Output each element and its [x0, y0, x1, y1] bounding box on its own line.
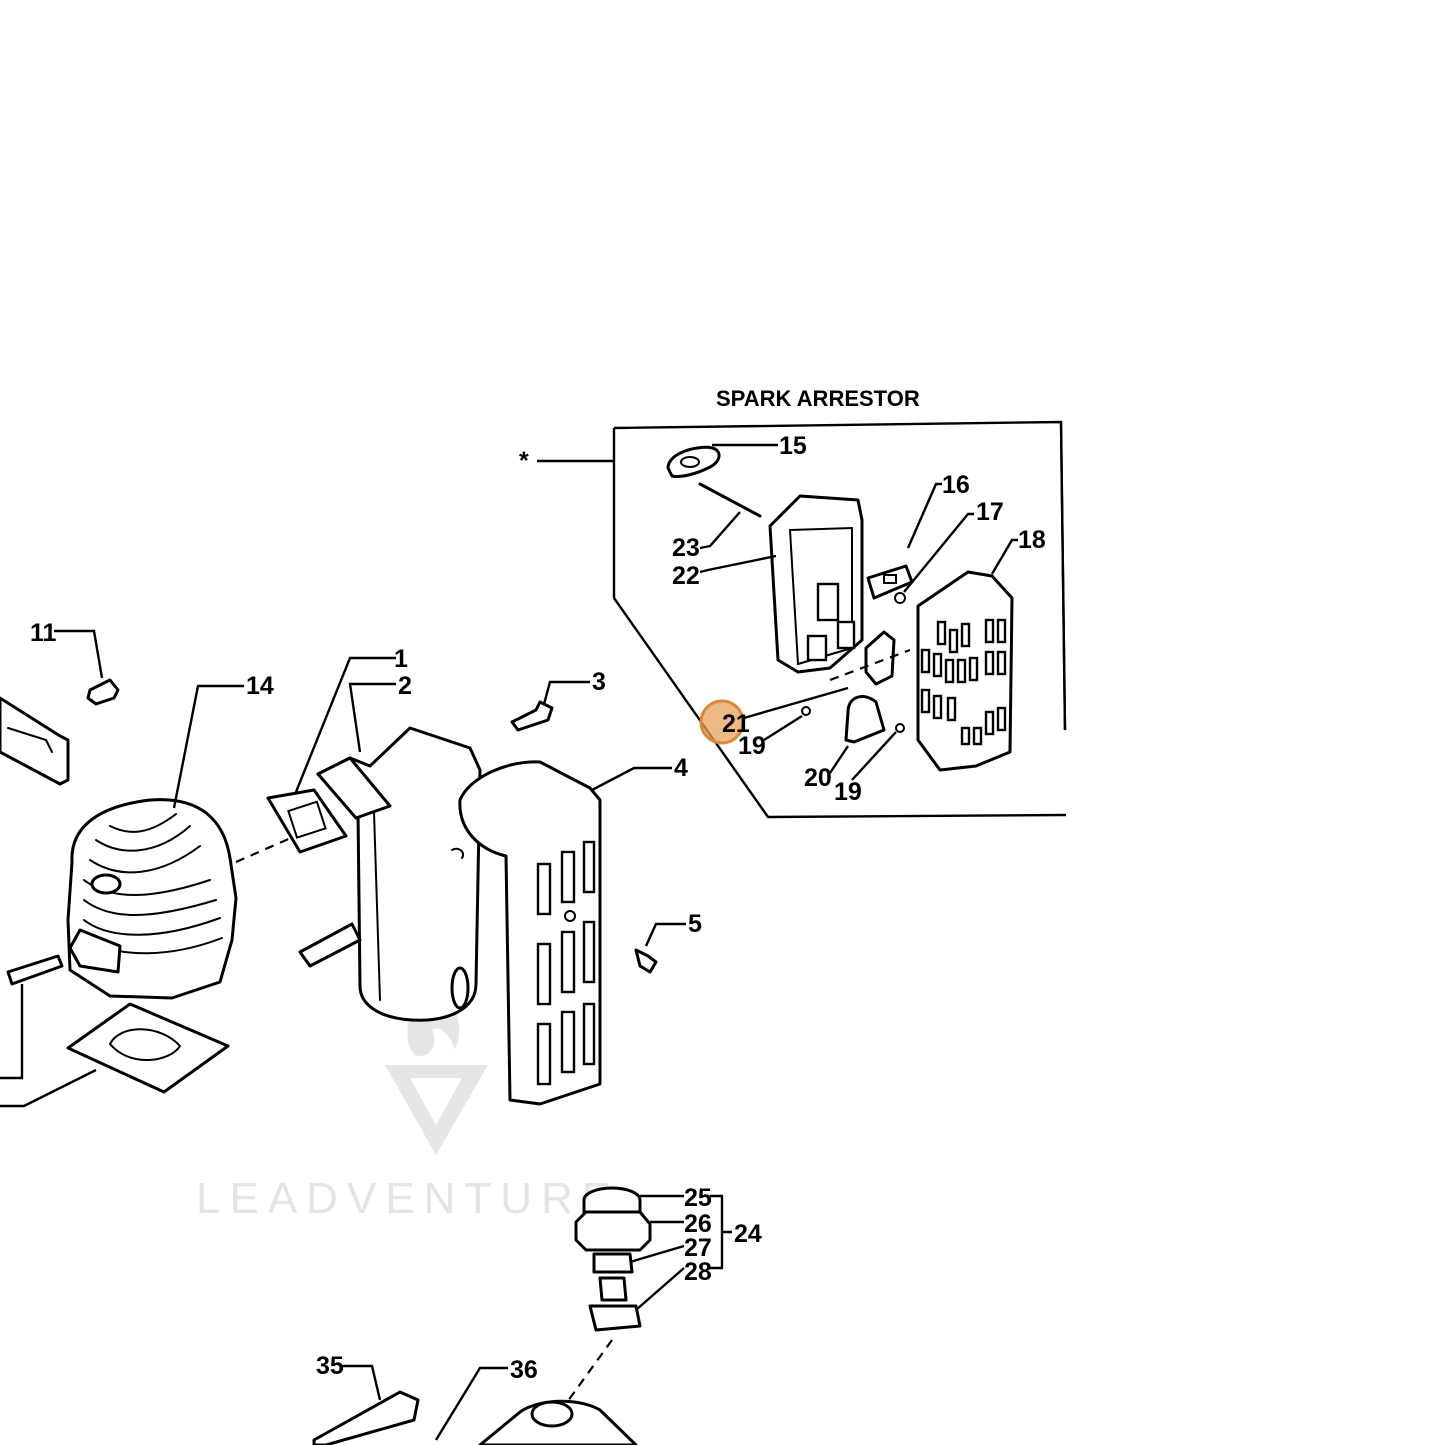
clamp-20: [844, 695, 886, 744]
callout-26: 26: [684, 1210, 712, 1238]
callout-28: 28: [684, 1258, 712, 1286]
watermark: LEADVENTURE: [196, 965, 620, 1223]
bolt-3: [510, 700, 554, 732]
callout-17: 17: [976, 498, 1004, 526]
highlight-marker-21[interactable]: [699, 699, 745, 745]
callout-35: 35: [316, 1352, 344, 1380]
cover-18-slots: [920, 618, 1007, 746]
heat-shield-4: [458, 760, 602, 1106]
shroud-fragment: [0, 696, 70, 786]
asterisk-mark: *: [519, 447, 529, 475]
callout-16: 16: [942, 471, 970, 499]
screw-19a: [801, 706, 811, 716]
callout-18: 18: [1018, 526, 1046, 554]
bracket-plate: [864, 630, 896, 686]
callout-27: 27: [684, 1234, 712, 1262]
stud: [6, 954, 64, 986]
callout-3: 3: [592, 668, 606, 696]
callout-23: 23: [672, 534, 700, 562]
fuel-cap-24: [574, 1186, 652, 1332]
pin-23: [698, 482, 762, 518]
screw-19b: [895, 723, 905, 733]
bolt-11: [86, 678, 120, 706]
spark-arrestor-title: SPARK ARRESTOR: [716, 386, 920, 411]
callout-25: 25: [684, 1184, 712, 1212]
watermark-text: LEADVENTURE: [196, 1174, 620, 1223]
callout-4: 4: [674, 754, 688, 782]
callout-2: 2: [398, 672, 412, 700]
part-35: [312, 1390, 420, 1445]
muffler-2: [298, 726, 482, 1022]
callout-5: 5: [688, 910, 702, 938]
clip-17: [894, 592, 906, 604]
cylinder-14: [66, 798, 238, 1000]
frame-outline: [612, 421, 1067, 819]
callout-1: 1: [394, 645, 408, 673]
callout-36: 36: [510, 1356, 538, 1384]
spark-arrestor-group: SPARK ARRESTOR * 15 23 22 16 17: [519, 386, 1067, 819]
callout-15: 15: [779, 432, 807, 460]
callout-19a: 19: [738, 732, 766, 760]
exhaust-gasket-1: [266, 788, 348, 854]
callout-20: 20: [804, 764, 832, 792]
base-gasket: [66, 1002, 230, 1094]
callout-22: 22: [672, 562, 700, 590]
callout-21[interactable]: 21: [722, 710, 750, 738]
callout-11: 11: [30, 619, 57, 647]
callout-24: 24: [734, 1220, 762, 1248]
screw-5: [634, 948, 658, 974]
watermark-chevron-icon: [385, 1065, 488, 1155]
callout-14: 14: [246, 672, 274, 700]
gasket-15: [666, 445, 721, 478]
callout-19b: 19: [834, 778, 862, 806]
